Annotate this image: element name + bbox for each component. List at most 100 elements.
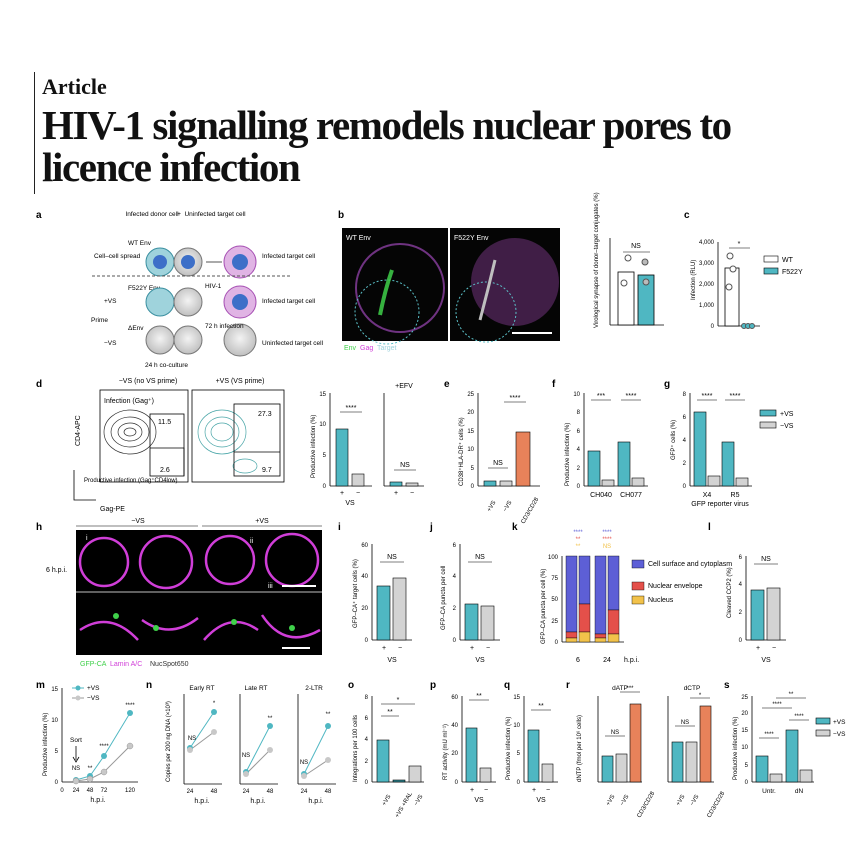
r-x-b2: CD3/CD28: [707, 790, 727, 819]
r-x-b0: +VS: [676, 794, 687, 807]
c-sig: *: [738, 241, 741, 248]
d-ytick-0: 0: [323, 484, 327, 490]
panel-p-chart: 0 20 40 60 ** + − VS RT activity (mU ml⁻…: [443, 693, 496, 804]
d-title-2: +VS (VS prime): [216, 378, 265, 385]
j-sig: NS: [475, 554, 485, 561]
h-group-minus: −VS: [131, 518, 145, 525]
l-ytick-0: 0: [739, 638, 743, 644]
panel-r-chart: dNTP (fmol per 10⁶ cells) dATP dCTP NS *…: [576, 685, 727, 819]
n-sig-5: **: [326, 712, 331, 718]
f-ylabel: Productive infection (%): [565, 423, 571, 486]
g-xlabel: GFP reporter virus: [691, 501, 749, 508]
i-x-minus: −: [398, 645, 402, 652]
q-ytick-3: 15: [513, 695, 520, 701]
e-ylabel: CD38⁺HLA-DR⁺ cells (%): [458, 417, 465, 486]
g-ylabel: GFP⁺ cells (%): [670, 420, 677, 460]
g-legend-plus: +VS: [780, 411, 794, 418]
p-ylabel: RT activity (mU ml⁻¹): [443, 724, 449, 780]
m-xtick-1: 24: [73, 788, 80, 794]
l-ylabel: Cleaved CCP2 (%): [727, 567, 733, 618]
k-ytick-1: 25: [551, 619, 558, 625]
p-x-plus: +: [470, 787, 474, 794]
l-ytick-1: 2: [739, 610, 743, 616]
d-gate-label: Infection (Gag⁺): [104, 398, 154, 405]
o-x-0: +VS: [382, 794, 393, 807]
n-xtick-a1: 48: [211, 789, 218, 795]
n-title-2: 2-LTR: [305, 685, 323, 692]
n-title-1: Late RT: [244, 685, 267, 692]
n-xtick-b0: 24: [243, 789, 250, 795]
m-ytick-3: 15: [51, 687, 58, 693]
o-ytick-2: 4: [365, 737, 369, 743]
f-ytick-1: 2: [577, 466, 581, 472]
o-ytick-1: 2: [365, 759, 369, 765]
a-text-6: F522Y Env: [128, 285, 161, 292]
panel-b-images: WT Env F522Y Env Env Gag Target: [342, 228, 560, 352]
f-ytick-0: 0: [577, 484, 581, 490]
a-text-5: Infected target cell: [262, 253, 316, 260]
i-x-plus: +: [382, 645, 386, 652]
j-ytick-3: 6: [453, 543, 457, 549]
s-legend-plus: +VS: [833, 719, 846, 726]
p-ytick-1: 20: [451, 751, 458, 757]
j-ylabel: GFP–CA puncta per cell: [441, 566, 447, 630]
c-ytick-4: 4,000: [699, 240, 715, 246]
o-x-2: −VS: [414, 794, 425, 807]
r-sig-3: *: [699, 693, 702, 699]
q-ytick-1: 5: [517, 751, 521, 757]
d-ytick-3: 15: [319, 392, 326, 398]
m-sig-3: ****: [125, 703, 135, 709]
e-ytick-4: 20: [467, 410, 474, 416]
m-xlabel: h.p.i.: [90, 797, 105, 804]
m-legend-plus: +VS: [87, 685, 100, 692]
n-sig-0: NS: [188, 736, 196, 742]
c-ytick-3: 3,000: [699, 261, 715, 267]
a-text-11: −VS: [104, 340, 117, 347]
a-text-7: HIV-1: [205, 283, 222, 290]
n-sig-1: *: [213, 701, 216, 707]
d-xlabel: Gag-PE: [100, 506, 125, 513]
e-ytick-3: 15: [467, 429, 474, 435]
f-ytick-4: 8: [577, 410, 581, 416]
k-ytick-4: 100: [548, 555, 559, 561]
h-group-plus: +VS: [255, 518, 269, 525]
panel-g-chart: 0 2 4 6 8 **** **** X4 R5 GFP reporter v…: [670, 392, 794, 508]
s-sig-1: ****: [794, 714, 804, 720]
k-hpi: h.p.i.: [624, 657, 639, 664]
k-x-1: 24: [603, 657, 611, 664]
a-text-8: +VS: [104, 298, 117, 305]
k-sig-5: ****: [602, 537, 612, 543]
k-legend-1: Nuclear envelope: [648, 583, 703, 590]
g-sig-2: ****: [730, 393, 741, 400]
f-ytick-5: 10: [573, 392, 580, 398]
a-text-13: Infected target cell: [262, 298, 316, 305]
d-val-3: 27.3: [258, 411, 272, 418]
g-legend-minus: −VS: [780, 423, 794, 430]
p-x-minus: −: [484, 787, 488, 794]
g-x-1: R5: [731, 492, 740, 499]
panel-d-flow: −VS (no VS prime) +VS (VS prime) Infecti…: [73, 378, 285, 513]
b-legend-target: Target: [377, 345, 397, 352]
f-sig-1: ***: [597, 393, 605, 400]
k-legend-2: Nucleus: [648, 597, 674, 604]
panel-h-images: −VS +VS i ii iii 6 h.p.i. GFP-CA Lamin A…: [46, 518, 322, 668]
s-ytick-2: 10: [741, 745, 748, 751]
panel-o-label: o: [348, 680, 354, 691]
o-ytick-4: 8: [365, 695, 369, 701]
d-ytick-2: 10: [319, 422, 326, 428]
panel-j-label: j: [429, 522, 433, 533]
n-xtick-b1: 48: [267, 789, 274, 795]
e-sig-2: ****: [510, 395, 521, 402]
a-text-2: Uninfected target cell: [184, 211, 246, 218]
l-x-minus: −: [772, 645, 776, 652]
d-ytick-1: 5: [323, 453, 327, 459]
panel-s-label: s: [724, 680, 730, 691]
m-sig-2: ****: [99, 744, 109, 750]
a-text-14: Uninfected target cell: [262, 340, 324, 347]
m-xtick-2: 48: [87, 788, 94, 794]
i-sig: NS: [387, 554, 397, 561]
panel-o-chart: 0 2 4 6 8 ** * +VS +VS +RAL −VS Integrat…: [353, 695, 424, 819]
panel-p-label: p: [430, 680, 436, 691]
panel-l-label: l: [708, 522, 711, 533]
